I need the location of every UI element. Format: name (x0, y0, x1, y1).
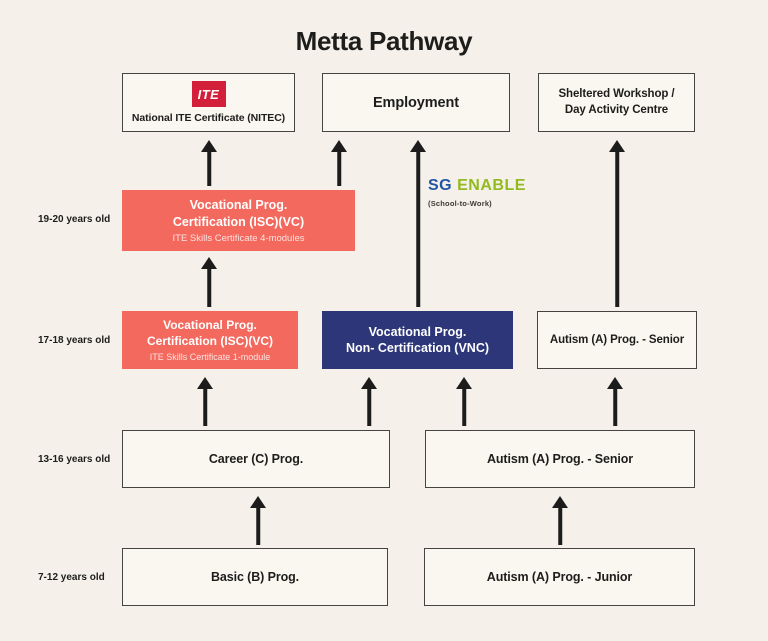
career-label: Career (C) Prog. (208, 452, 304, 466)
sheltered-label-line1: Sheltered Workshop / (558, 87, 675, 100)
box-sheltered-workshop: Sheltered Workshop / Day Activity Centre (538, 73, 695, 132)
arrow-shaft (203, 386, 207, 426)
nitec-label: National ITE Certificate (NITEC) (131, 112, 286, 124)
sg-enable-enable-text: ENABLE (457, 177, 526, 194)
box-nitec: ITE National ITE Certificate (NITEC) (122, 73, 295, 132)
vp4-subtitle: ITE Skills Certificate 4-modules (172, 232, 305, 244)
arrow-head (410, 140, 426, 152)
sg-enable-subtitle: (School-to-Work) (428, 199, 492, 208)
arrow-shaft (613, 386, 617, 426)
arrow-vp4-to-nitec (199, 140, 219, 186)
employment-label: Employment (372, 94, 459, 111)
arrow-autism-lower-to-autism-upper (605, 377, 625, 426)
box-autism-senior-upper: Autism (A) Prog. - Senior (537, 311, 697, 369)
arrow-head (250, 496, 266, 508)
arrow-vnc-to-employment (408, 140, 428, 307)
arrow-head (201, 140, 217, 152)
arrow-career-to-vnc (359, 377, 379, 426)
arrow-shaft (416, 149, 420, 307)
age-label-19-20: 19-20 years old (38, 214, 111, 225)
arrow-head (609, 140, 625, 152)
vnc-title-line1: Vocational Prog. (368, 324, 467, 339)
arrow-head (331, 140, 347, 152)
vp1-subtitle: ITE Skills Certificate 1-module (149, 352, 271, 363)
arrow-basic-to-career (248, 496, 268, 545)
vp4-title: Vocational Prog. Certification (ISC)(VC) (173, 197, 304, 230)
arrow-shaft (615, 149, 619, 307)
arrow-autism-lower-to-vnc (454, 377, 474, 426)
arrow-head (607, 377, 623, 389)
age-label-17-18: 17-18 years old (38, 335, 111, 346)
autism-junior-label: Autism (A) Prog. - Junior (486, 570, 633, 584)
arrow-head (552, 496, 568, 508)
autism-senior-lower-label: Autism (A) Prog. - Senior (486, 452, 634, 466)
arrow-head (456, 377, 472, 389)
arrow-shaft (462, 386, 466, 426)
box-career-prog: Career (C) Prog. (122, 430, 390, 488)
vp4-title-line1: Vocational Prog. (189, 198, 288, 213)
arrow-shaft (256, 505, 260, 545)
sheltered-label: Sheltered Workshop / Day Activity Centre (558, 87, 674, 118)
vnc-title-line2: Non- Certification (VNC) (345, 341, 490, 355)
vp1-title-line2: Certification (ISC)(VC) (147, 333, 273, 348)
vp1-title: Vocational Prog. Certification (ISC)(VC) (147, 318, 273, 349)
box-vocational-cert-1module: Vocational Prog. Certification (ISC)(VC)… (122, 311, 298, 369)
arrow-vp1-to-vp4 (199, 257, 219, 307)
vp4-title-line2: Certification (ISC)(VC) (172, 214, 305, 229)
arrow-head (197, 377, 213, 389)
arrow-shaft (207, 149, 211, 186)
diagram-title: Metta Pathway (295, 26, 473, 56)
box-vocational-cert-4modules: Vocational Prog. Certification (ISC)(VC)… (122, 190, 355, 251)
vp1-title-line1: Vocational Prog. (163, 317, 257, 332)
arrow-autism-senior-to-sheltered (607, 140, 627, 307)
basic-label: Basic (B) Prog. (210, 570, 300, 584)
arrow-shaft (367, 386, 371, 426)
age-label-13-16: 13-16 years old (38, 454, 111, 465)
arrow-vp4-to-employment (329, 140, 349, 186)
age-label-7-12: 7-12 years old (38, 572, 105, 583)
box-autism-junior: Autism (A) Prog. - Junior (424, 548, 695, 606)
box-employment: Employment (322, 73, 510, 132)
box-vocational-non-certification: Vocational Prog. Non- Certification (VNC… (322, 311, 513, 369)
arrow-shaft (558, 505, 562, 545)
arrow-junior-to-senior (550, 496, 570, 545)
arrow-shaft (337, 149, 341, 186)
sheltered-label-line2: Day Activity Centre (564, 103, 669, 116)
sg-enable-sg-text: SG (428, 177, 453, 194)
autism-senior-upper-label: Autism (A) Prog. - Senior (549, 334, 685, 346)
arrow-head (201, 257, 217, 269)
arrow-career-to-vp1 (195, 377, 215, 426)
ite-logo-text: ITE (197, 86, 220, 102)
vnc-title: Vocational Prog. Non- Certification (VNC… (346, 324, 489, 357)
box-autism-senior-lower: Autism (A) Prog. - Senior (425, 430, 695, 488)
arrow-shaft (207, 266, 211, 307)
arrow-head (361, 377, 377, 389)
box-basic-prog: Basic (B) Prog. (122, 548, 388, 606)
ite-logo-icon: ITE (191, 81, 226, 107)
